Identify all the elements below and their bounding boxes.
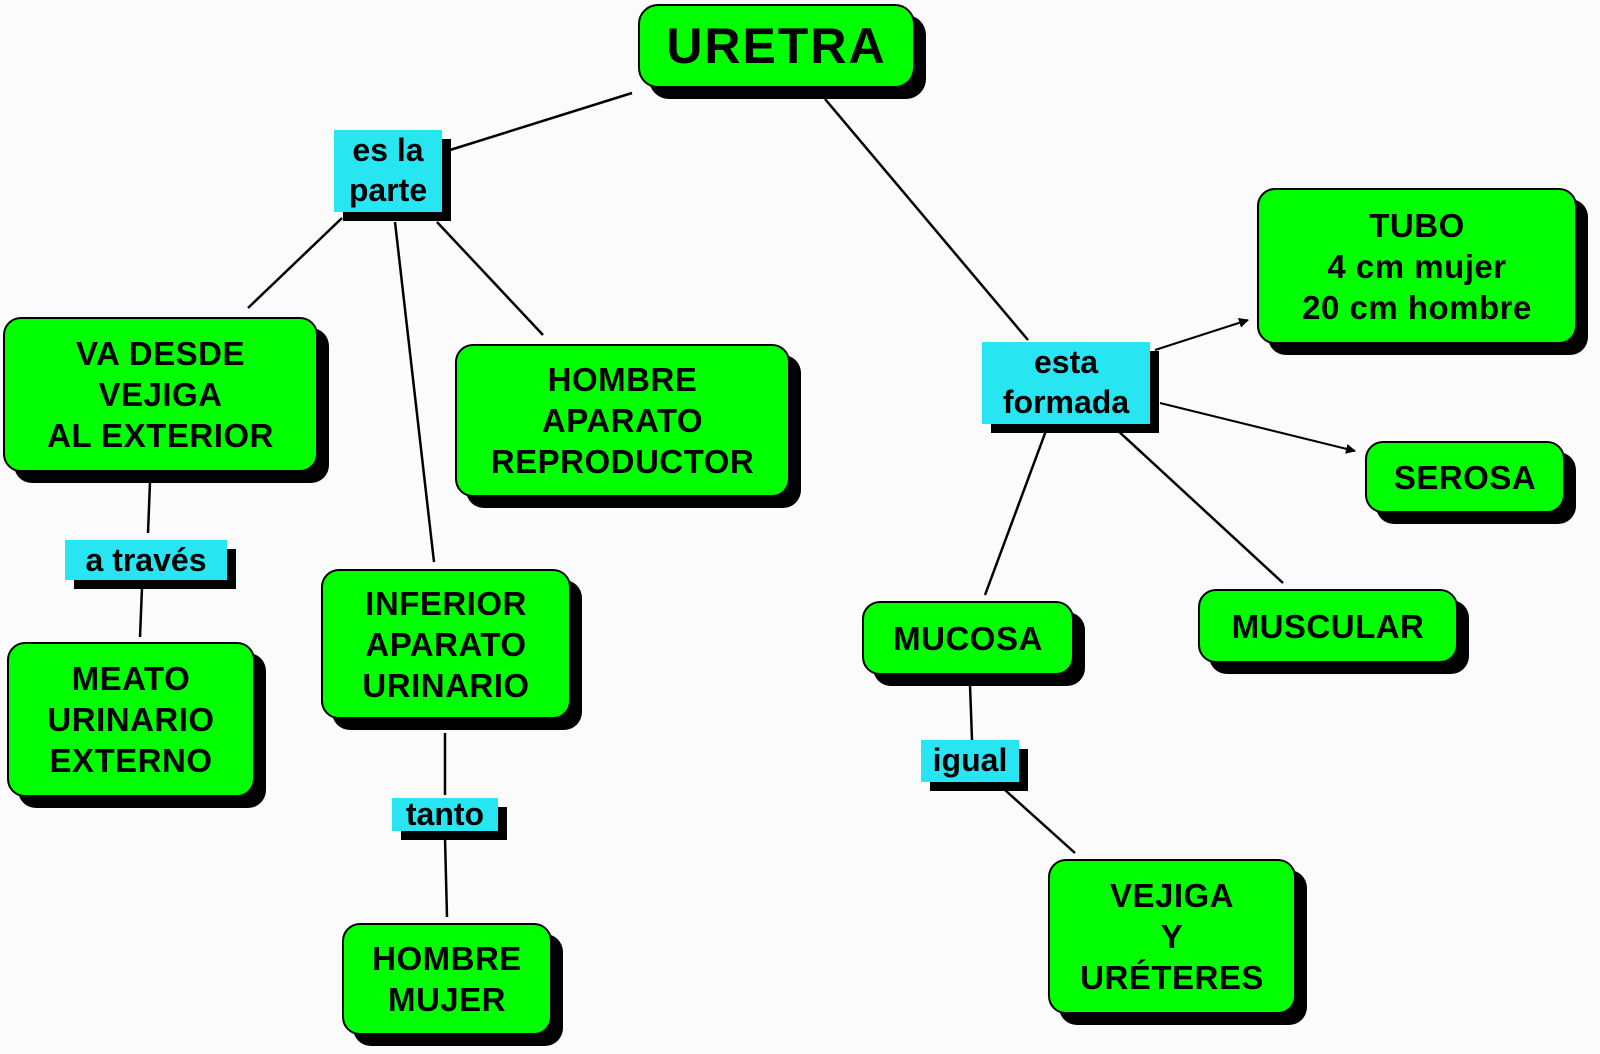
- line-tanto-hombre-mujer: [443, 837, 449, 918]
- line-uretra-esta-formada: [824, 98, 1029, 341]
- concept-hombre-mujer: HOMBRE MUJER: [342, 923, 552, 1035]
- line-es-la-parte-va-desde: [247, 217, 343, 309]
- link-es-la-parte: es la parte: [334, 130, 442, 212]
- concept-uretra: URETRA: [638, 4, 915, 88]
- concept-hombre-aparato-reproductor: HOMBRE APARATO REPRODUCTOR: [455, 344, 790, 497]
- concept-muscular: MUSCULAR: [1198, 589, 1458, 663]
- line-uretra-es-la-parte: [449, 91, 633, 152]
- link-a-traves: a través: [65, 540, 227, 580]
- line-es-la-parte-inferior: [393, 221, 436, 563]
- line-es-la-parte-hombre-aparato: [436, 221, 544, 336]
- link-igual: igual: [921, 740, 1019, 782]
- arrow-esta-formada-serosa: [1159, 402, 1356, 454]
- concept-inferior-aparato-urinario: INFERIOR APARATO URINARIO: [321, 569, 571, 719]
- concept-serosa: SEROSA: [1365, 441, 1565, 513]
- concept-vejiga-ureteres: VEJIGA Y URÉTERES: [1048, 859, 1296, 1014]
- line-esta-formada-muscular: [1114, 427, 1284, 584]
- line-a-traves-meato: [138, 587, 144, 638]
- link-tanto: tanto: [392, 798, 498, 831]
- link-esta-formada: esta formada: [982, 342, 1150, 424]
- line-va-desde-a-traves: [146, 481, 152, 534]
- concept-tubo: TUBO 4 cm mujer 20 cm hombre: [1257, 188, 1577, 344]
- concept-va-desde-vejiga: VA DESDE VEJIGA AL EXTERIOR: [3, 317, 318, 472]
- line-igual-vejiga: [1004, 789, 1076, 854]
- concept-meato-urinario: MEATO URINARIO EXTERNO: [7, 642, 255, 797]
- concept-mucosa: MUCOSA: [862, 601, 1074, 675]
- line-mucosa-igual: [968, 684, 974, 741]
- line-esta-formada-mucosa: [983, 427, 1049, 596]
- arrow-esta-formada-tubo: [1154, 318, 1249, 351]
